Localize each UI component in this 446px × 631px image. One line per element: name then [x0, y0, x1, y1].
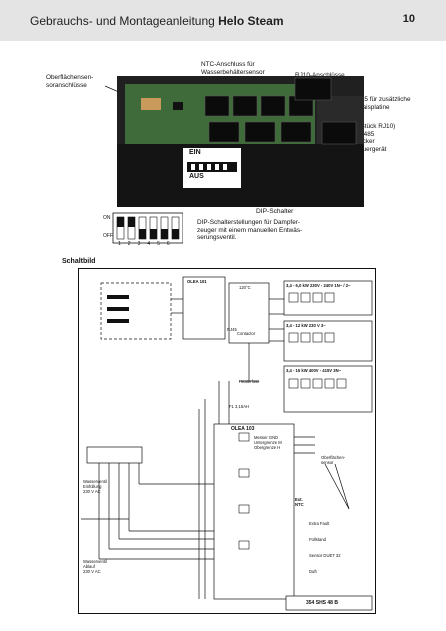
side-label: Füllstand [309, 537, 326, 542]
page-number: 10 [402, 13, 415, 25]
supply-label-2: 3,4 - 12 kW 230 V 3~ [286, 323, 326, 328]
water-inlet-label: Wasserventil Einfüllung 230 V AC [83, 479, 107, 494]
level-label: Obergrenze H [254, 445, 281, 450]
dip-switch-diagram: ON OFF 123456 [103, 211, 184, 256]
label-rj10: RJ10-Anschlüsse [295, 72, 345, 80]
board-photo-illustration [117, 76, 364, 207]
board-photo: EIN AUS [117, 76, 364, 207]
schaltbild-heading: Schaltbild [62, 258, 96, 265]
wiring-lines [81, 276, 373, 611]
dip-number: 4 [147, 241, 158, 247]
temperature-label: 120°C [239, 285, 251, 290]
level-labels: Messer GND Untergrenze M Obergrenze H [254, 435, 282, 450]
dip-number: 3 [137, 241, 148, 247]
contactor-label: Contactor [237, 331, 256, 336]
supply-label-3: 3,4 - 15 kW 400V - 415V 3N~ [286, 368, 342, 373]
level-label: Untergrenze M [254, 440, 282, 445]
heater-fuse-label: Heaterfuse [239, 379, 260, 384]
dip-numbers: 123456 [118, 241, 177, 247]
dip-number: 1 [118, 241, 128, 247]
ext-ntc-label: Ext. NTC [295, 497, 304, 507]
dip-on-label: ON [103, 215, 111, 221]
surface-sensor-label: Oberflächen- sensor [321, 455, 346, 465]
water-outlet-label: Wasserventil Ablauf 230 V AC [83, 559, 107, 574]
supply-label-1: 3,4 - 6,0 kW 230V - 240V 1N~ / 2~ [286, 283, 351, 288]
header-title: Gebrauchs- und Montageanleitung Helo Ste… [30, 14, 284, 28]
header-title-product: Helo Steam [218, 14, 284, 28]
rj45-diagram-label: RJ45 [227, 327, 237, 332]
label-aus: AUS [189, 173, 204, 180]
olea103-label: OLEA 103 [231, 426, 255, 432]
header-title-prefix: Gebrauchs- und Montageanleitung [30, 14, 215, 28]
olea101-label: OLEA 101 [187, 279, 207, 284]
dip-switch-illustration [112, 212, 184, 244]
fuse-label: F1 3,15AH [229, 404, 250, 409]
dip-description: DIP-Schalterstellungen für Dampfer- zeug… [197, 219, 303, 242]
side-label: Sensor DUET 32 [309, 553, 341, 558]
label-surface-sensor: Oberflächensen- soranschlüsse [46, 74, 94, 89]
side-label: Extra Fault [309, 521, 330, 526]
diagram-code: 354 SHS 48 B [306, 600, 338, 606]
page-header: Gebrauchs- und Montageanleitung Helo Ste… [0, 0, 446, 41]
label-ein: EIN [189, 149, 201, 156]
side-labels: Extra Fault Füllstand Sensor DUET 32 Duf… [309, 516, 341, 580]
side-label: Duft [309, 569, 317, 574]
dip-off-label: OFF [103, 233, 113, 239]
wiring-diagram: OLEA 101 120°C RJ45 Contactor 3,4 - 6,0 … [78, 268, 376, 614]
dip-number: 2 [127, 241, 138, 247]
level-label: Messer GND [254, 435, 279, 440]
dip-number: 5 [157, 241, 167, 247]
label-ntc: NTC-Anschluss für Wasserbehältersensor [201, 61, 265, 76]
dip-number: 6 [166, 241, 177, 247]
label-dip-switch: DIP-Schalter [256, 208, 294, 215]
